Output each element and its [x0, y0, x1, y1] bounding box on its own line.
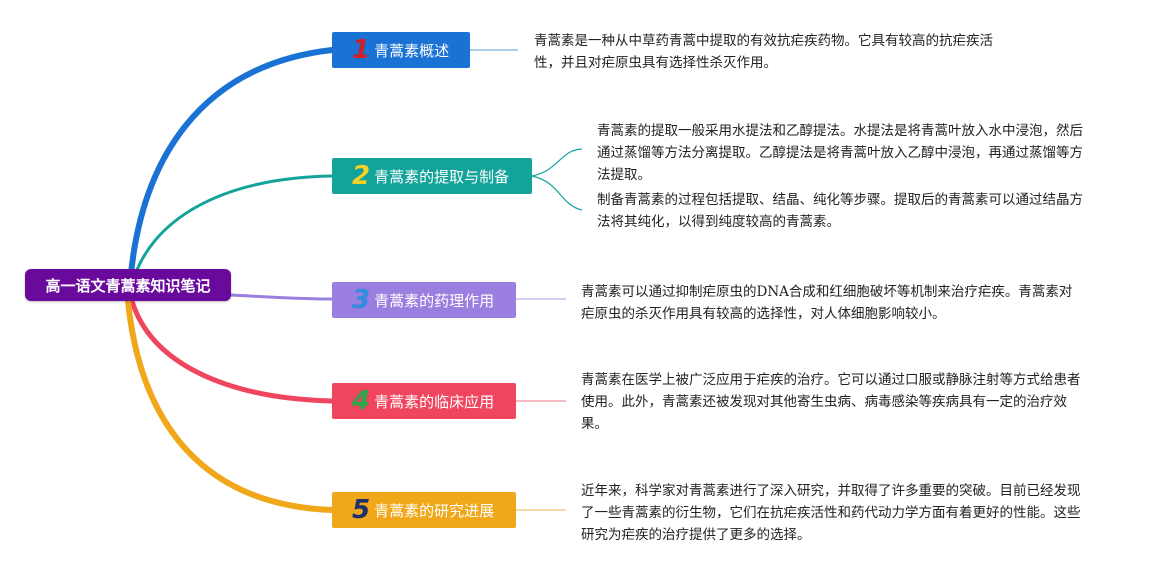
branch-number-3: 3 [352, 285, 371, 315]
branch-5-description[interactable]: 近年来，科学家对青蒿素进行了深入研究，并取得了许多重要的突破。目前已经发现了一些… [581, 483, 1081, 543]
branch-number-2: 2 [352, 161, 371, 191]
branch-number-5: 5 [352, 495, 371, 525]
connector-branch-2-to-desc-2 [531, 175, 583, 211]
branch-label-1: 青蒿素概述 [374, 41, 450, 60]
branch-topic-1[interactable]: 1 青蒿素概述 [332, 32, 470, 68]
branch-number-1: 1 [352, 35, 371, 65]
branch-3-description[interactable]: 青蒿素可以通过抑制疟原虫的DNA合成和红细胞破坏等机制来治疗疟疾。青蒿素对疟原虫… [581, 284, 1073, 322]
connector-branch-2-to-desc-1 [531, 148, 583, 177]
branch-number-4: 4 [352, 386, 371, 416]
connector-root-to-branch-4 [129, 298, 335, 404]
branch-label-2: 青蒿素的提取与制备 [374, 167, 510, 186]
branch-2-description-1[interactable]: 青蒿素的提取一般采用水提法和乙醇提法。水提法是将青蒿叶放入水中浸泡，然后通过蒸馏… [597, 123, 1083, 183]
branch-topic-2[interactable]: 2 青蒿素的提取与制备 [332, 158, 532, 194]
branch-topic-5[interactable]: 5 青蒿素的研究进展 [332, 492, 516, 528]
branch-label-3: 青蒿素的药理作用 [374, 291, 495, 310]
branch-1-description[interactable]: 青蒿素是一种从中草药青蒿中提取的有效抗疟疾药物。它具有较高的抗疟疾活性，并且对疟… [534, 33, 993, 71]
branch-topic-3[interactable]: 3 青蒿素的药理作用 [332, 282, 516, 318]
branch-topic-4[interactable]: 4 青蒿素的临床应用 [332, 383, 516, 419]
branch-label-5: 青蒿素的研究进展 [374, 501, 495, 520]
connector-root-to-branch-3 [229, 293, 334, 301]
branch-4-description[interactable]: 青蒿素在医学上被广泛应用于疟疾的治疗。它可以通过口服或静脉注射等方式给患者使用。… [581, 372, 1081, 432]
branch-2-description-2[interactable]: 制备青蒿素的过程包括提取、结晶、纯化等步骤。提取后的青蒿素可以通过结晶方法将其纯… [597, 192, 1083, 230]
connector-root-to-branch-1 [127, 47, 335, 287]
connector-root-to-branch-5 [125, 298, 335, 513]
connector-root-to-branch-2 [130, 174, 334, 286]
root-topic[interactable]: 高一语文青蒿素知识笔记 [25, 269, 231, 301]
branch-label-4: 青蒿素的临床应用 [374, 392, 495, 411]
